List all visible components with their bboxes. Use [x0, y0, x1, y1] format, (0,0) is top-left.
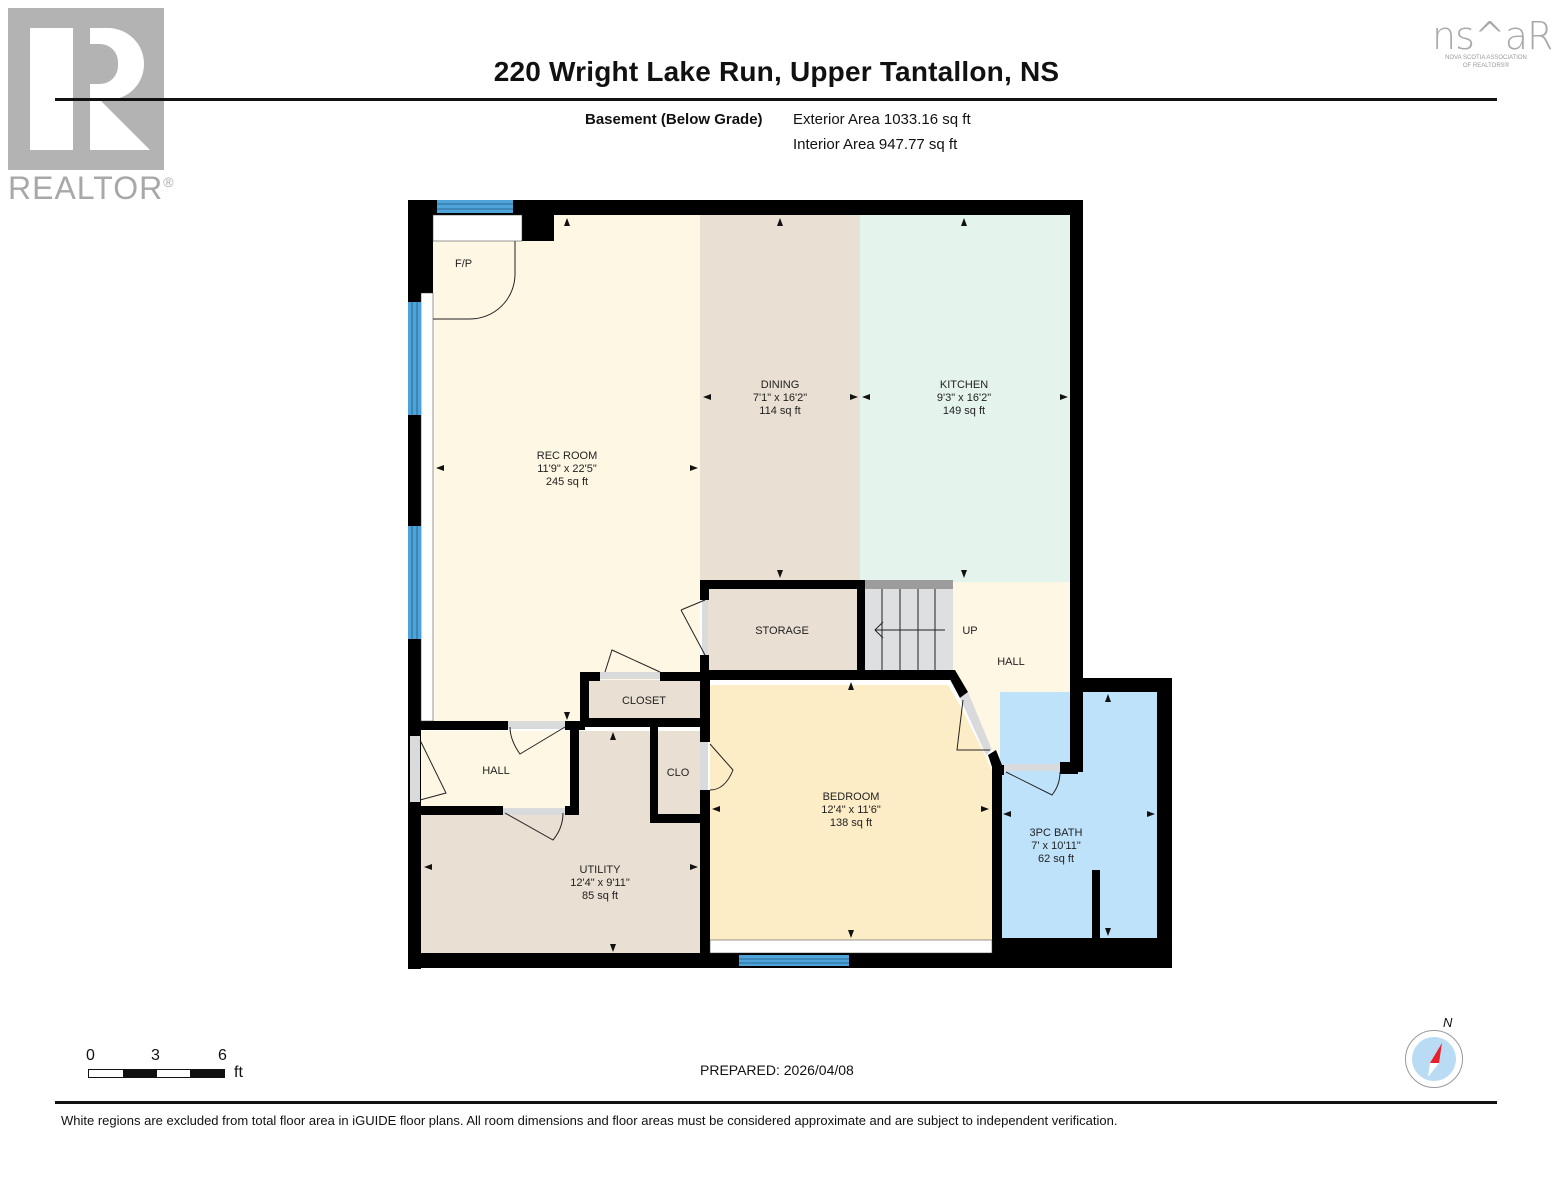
dining-name: DINING: [761, 379, 800, 391]
room-clo: [657, 731, 701, 814]
compass-north-icon: [1405, 1030, 1463, 1088]
clo-name: CLO: [667, 767, 690, 779]
room-rec-room: [433, 215, 700, 723]
room-utility: [420, 731, 700, 955]
scale-bar: [88, 1069, 225, 1078]
realtor-r-logo-icon: [8, 8, 164, 170]
room-storage: [708, 589, 857, 670]
rec-room-name: REC ROOM: [537, 450, 598, 462]
bath-name: 3PC BATH: [1030, 827, 1083, 839]
dining-area: 114 sq ft: [759, 405, 800, 417]
fireplace-icon: [433, 241, 516, 320]
room-dining: [700, 215, 860, 582]
disclaimer: White regions are excluded from total fl…: [61, 1113, 1118, 1128]
door-icons: [410, 599, 1061, 841]
stairs-up-label: UP: [962, 625, 977, 637]
nsar-logo-subtitle: NOVA SCOTIA ASSOCIATION OF REALTORS®: [1445, 55, 1527, 69]
interior-area: Interior Area 947.77 sq ft: [793, 136, 958, 153]
utility-dims: 12'4" x 9'11": [570, 877, 630, 889]
storage-name: STORAGE: [755, 625, 809, 637]
room-hall-left: [420, 731, 572, 809]
bedroom-dims: 12'4" x 11'6": [821, 804, 881, 816]
nsar-logo: ns^aR: [1432, 14, 1553, 58]
utility-name: UTILITY: [580, 864, 622, 876]
kitchen-area: 149 sq ft: [943, 405, 985, 417]
page-title: 220 Wright Lake Run, Upper Tantallon, NS: [493, 56, 1060, 87]
utility-area: 85 sq ft: [582, 890, 618, 902]
scale-unit: ft: [234, 1064, 243, 1081]
window-icons: [408, 200, 849, 966]
room-bedroom: [710, 685, 992, 940]
hall-right-name: HALL: [997, 656, 1025, 668]
room-kitchen: [860, 215, 1070, 582]
header-divider: [55, 98, 1497, 101]
dining-dims: 7'1" x 16'2": [753, 392, 807, 404]
room-closet: [588, 680, 700, 720]
bedroom-area: 138 sq ft: [830, 817, 872, 829]
closet-name: CLOSET: [622, 695, 666, 707]
kitchen-name: KITCHEN: [940, 379, 988, 391]
fireplace-label: F/P: [455, 258, 472, 270]
bath-area: 62 sq ft: [1038, 853, 1074, 865]
stair-treads: [874, 589, 945, 670]
level-label: Basement (Below Grade): [585, 111, 763, 128]
hall-left-name: HALL: [482, 765, 510, 777]
bedroom-name: BEDROOM: [823, 791, 880, 803]
rec-room-area: 245 sq ft: [546, 476, 588, 488]
dimension-arrows: [424, 218, 1155, 952]
rec-room-dims: 11'9" x 22'5": [537, 463, 597, 475]
bath-dims: 7' x 10'11": [1031, 840, 1081, 852]
compass-north-label: N: [1443, 1015, 1453, 1030]
realtor-wordmark: REALTOR®: [8, 170, 175, 206]
prepared-date: PREPARED: 2026/04/08: [700, 1062, 854, 1078]
kitchen-dims: 9'3" x 16'2": [937, 392, 991, 404]
exterior-area: Exterior Area 1033.16 sq ft: [793, 111, 971, 128]
footer-divider: [55, 1101, 1497, 1104]
